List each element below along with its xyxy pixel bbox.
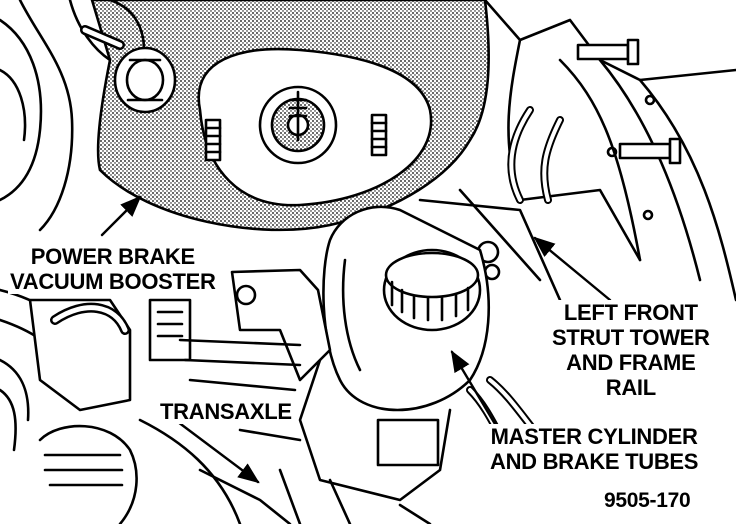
label-line: AND BRAKE TUBES (490, 449, 699, 474)
label-line: STRUT TOWER (552, 325, 710, 350)
strut-studs (204, 113, 388, 162)
figure-number-text: 9505-170 (604, 489, 691, 512)
transaxle-leader-line (176, 420, 260, 484)
wiring-connectors (28, 298, 302, 524)
transaxle-housing (138, 418, 302, 524)
vacuum-check-valve (80, 25, 177, 114)
label-line: MASTER CYLINDER (490, 424, 698, 449)
figure-number: 9505-170 (602, 488, 692, 513)
booster-leader-line (100, 195, 142, 237)
label-master-cylinder: MASTER CYLINDER AND BRAKE TUBES (488, 424, 701, 474)
strut-tower-leader-line (533, 236, 612, 302)
booster-bracket (230, 268, 332, 382)
master-cylinder-reservoir (322, 205, 490, 412)
label-transaxle: TRANSAXLE (158, 399, 294, 424)
master-cylinder-leader-line (450, 350, 497, 426)
label-left-front-strut: LEFT FRONT STRUT TOWER AND FRAME RAIL (550, 300, 712, 400)
label-line: LEFT FRONT (563, 300, 698, 325)
label-line: POWER BRAKE (30, 244, 195, 269)
label-line: AND FRAME (566, 350, 696, 375)
frame-bolts (576, 38, 682, 165)
label-power-brake-booster: POWER BRAKE VACUUM BOOSTER (8, 244, 218, 294)
label-line: VACUUM BOOSTER (10, 269, 216, 294)
label-line: RAIL (605, 375, 656, 400)
label-line: TRANSAXLE (160, 399, 292, 424)
